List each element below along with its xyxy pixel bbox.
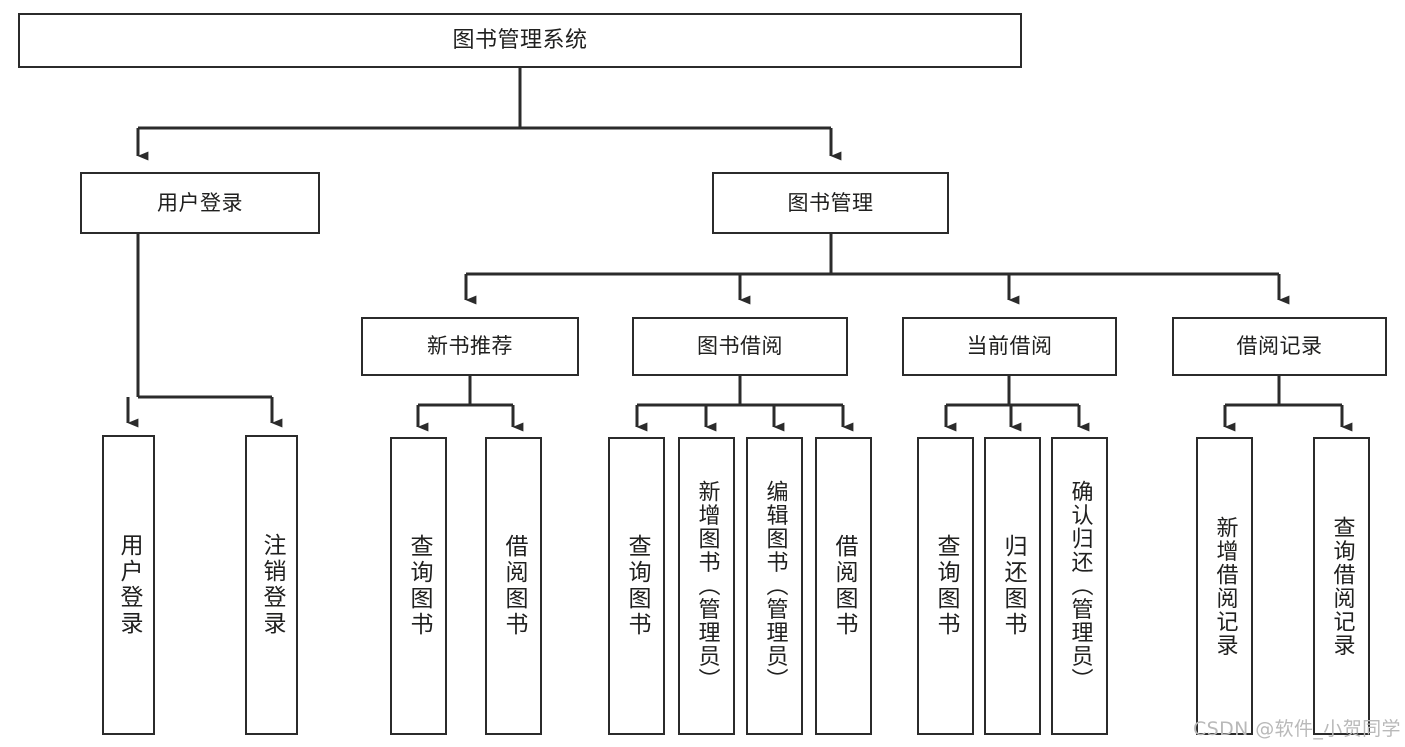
node-label: 查询借阅记录 (1329, 515, 1355, 657)
node-label: 查询图书 (406, 534, 432, 638)
node-leaf-edit-book[interactable]: 编辑图书（管理员） (746, 437, 803, 735)
node-leaf-user-login[interactable]: 用户登录 (102, 435, 155, 735)
node-leaf-confirm-return[interactable]: 确认归还（管理员） (1051, 437, 1108, 735)
node-user-login[interactable]: 用户登录 (80, 172, 320, 234)
node-leaf-add-book[interactable]: 新增图书（管理员） (678, 437, 735, 735)
node-label: 新增图书（管理员） (694, 480, 720, 692)
node-label: 查询图书 (624, 534, 650, 638)
node-label: 借阅图书 (831, 534, 857, 638)
node-label: 借阅记录 (1236, 334, 1323, 359)
node-label: 用户登录 (116, 533, 142, 637)
connectors-book-management (464, 234, 1290, 305)
node-label: 新增借阅记录 (1212, 515, 1238, 657)
node-new-book-recommend[interactable]: 新书推荐 (361, 317, 579, 376)
connectors-book-borrow (635, 376, 854, 432)
connectors-user-login (126, 234, 283, 428)
node-leaf-query-book-2[interactable]: 查询图书 (608, 437, 665, 735)
node-label: 用户登录 (157, 190, 243, 215)
node-label: 注销登录 (259, 533, 285, 637)
node-label: 借阅图书 (501, 534, 527, 638)
node-leaf-logout[interactable]: 注销登录 (245, 435, 298, 735)
node-label: 图书管理系统 (452, 27, 588, 53)
node-label: 编辑图书（管理员） (762, 480, 788, 692)
node-leaf-add-record[interactable]: 新增借阅记录 (1196, 437, 1253, 735)
node-label: 查询图书 (933, 534, 959, 638)
node-label: 归还图书 (1000, 534, 1026, 638)
node-book-management[interactable]: 图书管理 (712, 172, 949, 234)
connectors-borrow-record (1223, 376, 1353, 432)
connectors-level1 (136, 68, 842, 161)
node-leaf-borrow-book-1[interactable]: 借阅图书 (485, 437, 542, 735)
node-label: 图书管理 (787, 190, 874, 215)
node-leaf-query-record[interactable]: 查询借阅记录 (1313, 437, 1370, 735)
node-label: 图书借阅 (697, 334, 783, 359)
node-label: 当前借阅 (966, 334, 1053, 359)
node-leaf-query-book-1[interactable]: 查询图书 (390, 437, 447, 735)
node-label: 新书推荐 (427, 334, 513, 359)
node-leaf-borrow-book-2[interactable]: 借阅图书 (815, 437, 872, 735)
node-leaf-return-book[interactable]: 归还图书 (984, 437, 1041, 735)
node-book-borrow[interactable]: 图书借阅 (632, 317, 848, 376)
connectors-new-book-recommend (416, 376, 524, 432)
node-label: 确认归还（管理员） (1067, 480, 1093, 692)
node-leaf-query-book-3[interactable]: 查询图书 (917, 437, 974, 735)
connectors-current-borrow (944, 376, 1090, 432)
node-borrow-record[interactable]: 借阅记录 (1172, 317, 1387, 376)
node-current-borrow[interactable]: 当前借阅 (902, 317, 1117, 376)
node-book-management-system[interactable]: 图书管理系统 (18, 13, 1022, 68)
